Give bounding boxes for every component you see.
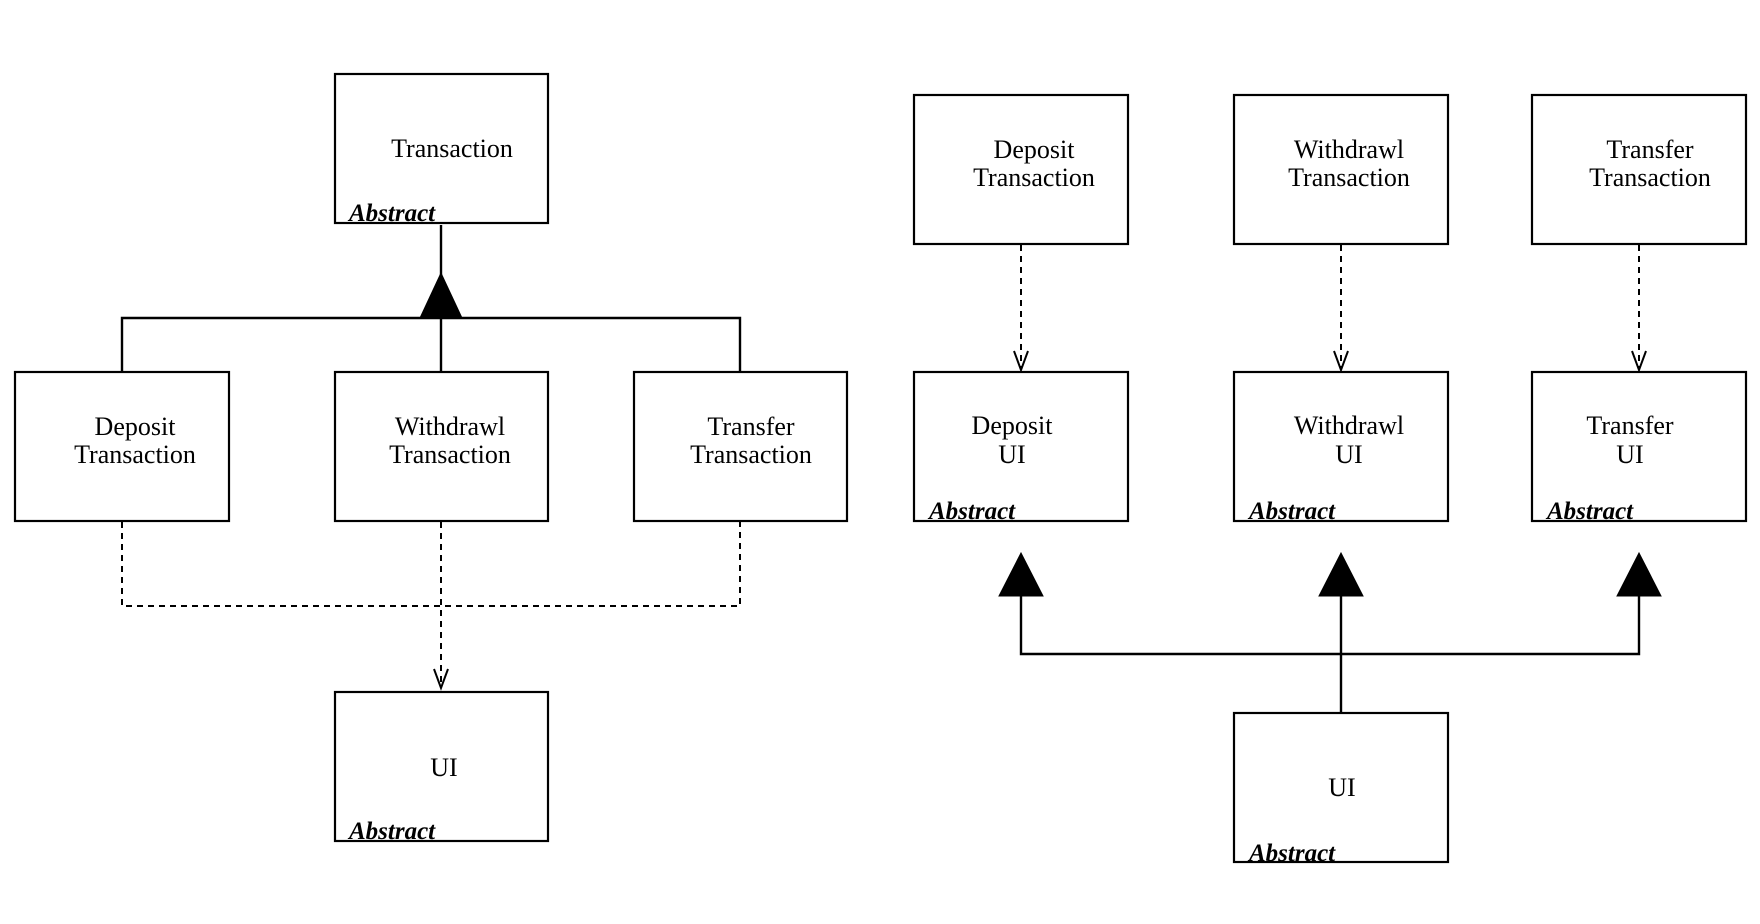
class-name-line-1: Withdrawl [1294, 411, 1404, 440]
class-withdrawl-transaction: Withdrawl Transaction [333, 370, 550, 523]
class-name-line-2: Transaction [1288, 163, 1410, 192]
class-deposit-transaction: Deposit Transaction [13, 370, 231, 523]
dependency-arrowhead-withdrawl [1333, 350, 1349, 373]
class-transfer-transaction-right: Transfer Transaction [1530, 93, 1748, 246]
class-withdrawl-ui: Withdrawl UI Abstract [1232, 370, 1450, 525]
class-name-line-1: Withdrawl [395, 412, 505, 441]
left-inheritance-triangle [419, 271, 463, 319]
right-diagram: Deposit Transaction Withdrawl Transactio… [912, 93, 1748, 867]
class-name-line-2: Transaction [389, 440, 511, 469]
class-name-line-1: Transfer [1586, 411, 1673, 440]
dependency-arrowhead-deposit [1013, 350, 1029, 373]
abstract-label: Abstract [1247, 498, 1336, 525]
class-ui-right: UI Abstract [1232, 711, 1450, 867]
inheritance-triangle-deposit-ui [998, 551, 1044, 597]
class-name-line-1: Transfer [707, 412, 794, 441]
class-name-line-2: UI [998, 440, 1025, 469]
abstract-label: Abstract [1545, 498, 1634, 525]
class-name: Transaction [391, 134, 513, 163]
class-name-line-2: UI [1616, 440, 1643, 469]
left-diagram: Transaction Abstract Deposit Transaction… [13, 72, 849, 845]
class-ui: UI Abstract [333, 690, 550, 845]
inheritance-triangle-withdrawl-ui [1318, 551, 1364, 597]
abstract-label: Abstract [347, 818, 436, 845]
left-dependency-arrowhead [433, 668, 449, 691]
inheritance-triangle-transfer-ui [1616, 551, 1662, 597]
right-generalization-connector [998, 551, 1662, 713]
abstract-label: Abstract [347, 200, 436, 227]
left-dependency-connector [121, 522, 741, 691]
abstract-label: Abstract [927, 498, 1016, 525]
class-name-line-1: Deposit [95, 412, 177, 441]
class-name: UI [430, 753, 457, 782]
class-name-line-2: Transaction [690, 440, 812, 469]
class-name-line-1: Deposit [972, 411, 1054, 440]
class-name-line-2: Transaction [973, 163, 1095, 192]
class-name: UI [1328, 773, 1355, 802]
class-deposit-transaction-right: Deposit Transaction [912, 93, 1130, 246]
abstract-label: Abstract [1247, 840, 1336, 867]
left-generalization-connector [120, 225, 742, 372]
class-name-line-2: Transaction [74, 440, 196, 469]
class-deposit-ui: Deposit UI Abstract [912, 370, 1130, 525]
class-name-line-1: Deposit [994, 135, 1076, 164]
class-name-line-1: Withdrawl [1294, 135, 1404, 164]
class-transfer-ui: Transfer UI Abstract [1530, 370, 1748, 525]
class-withdrawl-transaction-right: Withdrawl Transaction [1232, 93, 1450, 246]
class-name-line-1: Transfer [1606, 135, 1693, 164]
dependency-arrowhead-transfer [1631, 350, 1647, 373]
class-transfer-transaction: Transfer Transaction [632, 370, 849, 523]
class-name-line-2: UI [1335, 440, 1362, 469]
class-name-line-2: Transaction [1589, 163, 1711, 192]
class-transaction: Transaction Abstract [333, 72, 550, 227]
right-dependency-connectors [1013, 245, 1647, 373]
